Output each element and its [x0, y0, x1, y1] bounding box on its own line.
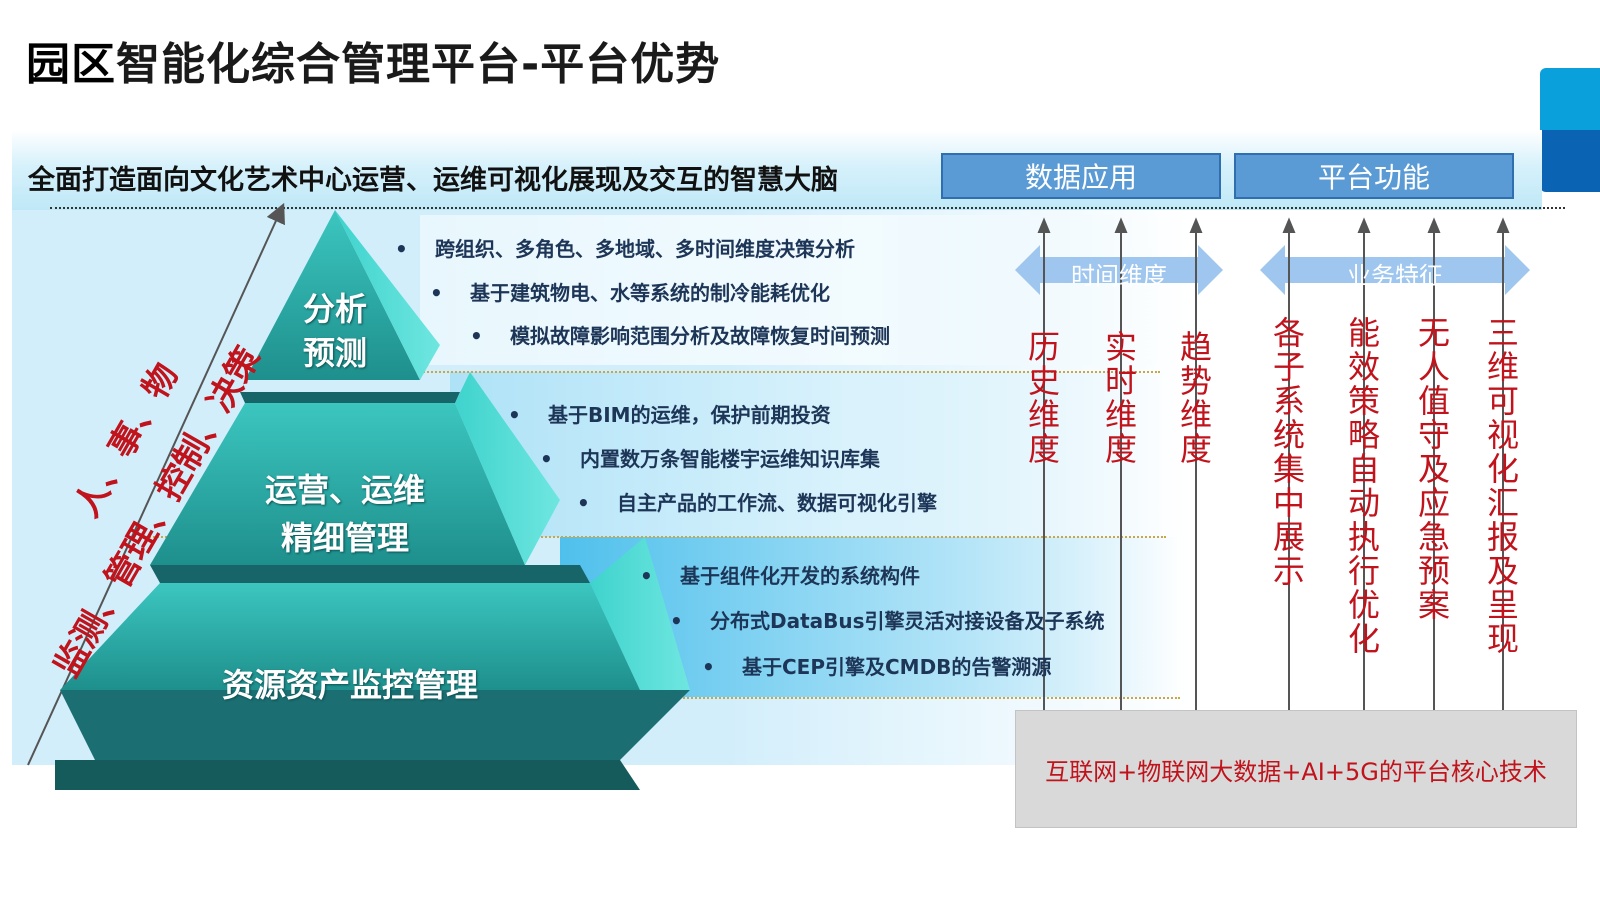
divider-2 [146, 536, 1166, 538]
tier-top-side [335, 210, 440, 380]
tier-bottom-base [60, 690, 690, 760]
bullet-bot-1: •基于组件化开发的系统构件 [640, 564, 920, 588]
data-application-button[interactable]: 数据应用 [941, 153, 1221, 199]
tier-band-mid [450, 372, 1170, 537]
tier-mid-line2: 精细管理 [280, 519, 409, 557]
page-title: 园区智能化综合管理平台-平台优势 [26, 28, 720, 92]
biz-col-3d: 三维可视化汇报及呈现 [1486, 314, 1519, 658]
tier-mid-top-shadow [240, 392, 460, 403]
bullet-bot-2: •分布式DataBus引擎灵活对接设备及子系统 [670, 609, 1105, 633]
divider-1 [260, 371, 1160, 373]
tier-top-front [245, 210, 420, 380]
bullet-mid-2: •内置数万条智能楼宇运维知识库集 [540, 447, 880, 471]
time-col-history: 历史维度 [1027, 328, 1060, 468]
time-dimension-label: 时间维度 [1071, 262, 1167, 290]
tier-bottom-label: 资源资产监控管理 [221, 666, 478, 704]
header-text: 全面打造面向文化艺术中心运营、运维可视化展现及交互的智慧大脑 [28, 165, 838, 196]
bullet-top-2: •基于建筑物电、水等系统的制冷能耗优化 [430, 281, 830, 305]
bullet-mid-3: •自主产品的工作流、数据可视化引擎 [577, 491, 937, 515]
bullet-top-1: •跨组织、多角色、多地域、多时间维度决策分析 [395, 237, 855, 261]
tier-mid-line1: 运营、运维 [264, 471, 425, 509]
business-feature-label: 业务特征 [1347, 262, 1443, 290]
header-divider [50, 207, 1565, 209]
title-prefix: 园区 [26, 39, 116, 90]
tier-bottom-side [590, 537, 690, 690]
bullet-top-3: •模拟故障影响范围分析及故障恢复时间预测 [470, 324, 890, 348]
tier-bottom-front [60, 583, 640, 690]
time-dimension-arrow [1015, 245, 1223, 295]
biz-col-energy: 能效策略自动执行优化 [1347, 314, 1380, 658]
bullet-bot-3: •基于CEP引擎及CMDB的告警溯源 [702, 655, 1052, 679]
corner-tab-top [1540, 68, 1600, 130]
tier-mid-side [455, 372, 560, 565]
platform-function-button[interactable]: 平台功能 [1234, 153, 1514, 199]
growth-arrow [27, 202, 285, 766]
tier-bottom-shadow [55, 760, 640, 790]
tier-top-line1: 分析 [302, 290, 367, 328]
tier-mid-front [150, 403, 525, 565]
title-main: 智能化综合管理平台-平台优势 [116, 39, 721, 90]
biz-col-unattended: 无人值守及应急预案 [1417, 314, 1450, 624]
bullet-mid-1: •基于BIM的运维，保护前期投资 [508, 403, 831, 427]
core-technology-box: 互联网+物联网大数据+AI+5G的平台核心技术 [1015, 710, 1577, 828]
business-feature-arrow [1260, 245, 1530, 295]
tier-top-line2: 预测 [302, 334, 367, 372]
biz-col-centralized: 各子系统集中展示 [1272, 314, 1305, 590]
tier-bottom-top-shadow [150, 565, 590, 583]
tier-top-label: 分析 预测 [270, 287, 400, 375]
time-col-trend: 趋势维度 [1179, 328, 1212, 468]
corner-tab-bottom [1540, 130, 1600, 192]
tier-mid-label: 运营、运维 精细管理 [225, 466, 465, 562]
time-col-realtime: 实时维度 [1104, 328, 1137, 468]
